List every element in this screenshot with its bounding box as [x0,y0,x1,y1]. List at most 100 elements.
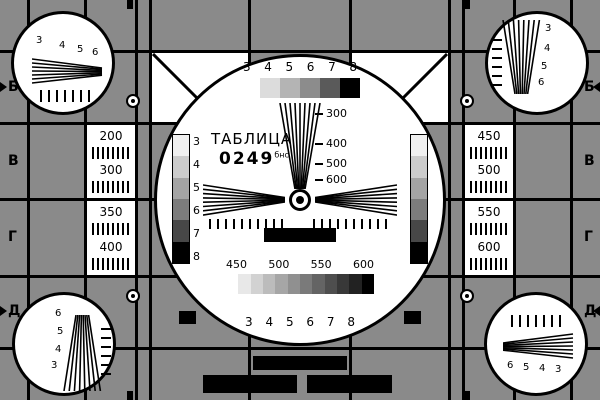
mid-frequency-numbers: 450 500 550 600 [226,258,374,271]
scale-number: 4 [264,60,272,74]
grayscale-strip-left [172,134,190,264]
left-scale-numbers: 3 4 5 6 7 8 [193,136,205,262]
wedge-number: 5 [57,326,64,337]
wedge-number: 5 [77,44,84,55]
wedge-tick [315,163,323,165]
frequency-label: 300 [326,107,347,120]
row-letter-left: В [8,153,19,169]
frequency-label: 550 [477,205,501,220]
grid-vline [462,0,465,400]
edge-arrow-icon [0,82,7,92]
top-grayscale-numbers: 3 4 5 6 7 8 [243,60,357,74]
wedge-number: 6 [538,77,545,88]
frequency-burst [470,257,508,270]
row-letter-left: Д [8,303,21,319]
scale-number: 5 [285,60,294,74]
frequency-label: 300 [99,163,123,177]
tick-column [101,325,111,375]
frequency-burst [92,257,130,270]
grid-vline [570,0,573,400]
resolution-wedge-vertical [502,20,541,94]
wedge-number: 3 [545,23,552,34]
wedge-number: 6 [92,47,99,58]
grayscale-bar-top [240,78,360,98]
grayscale-strip-right [410,134,428,264]
frequency-label: 400 [99,239,123,254]
bottom-black-bar-left [203,375,297,393]
frequency-panel-right-lower: 550 600 [465,201,513,275]
wedge-tick [315,179,323,181]
card-title: ТАБЛИЦА [211,130,293,148]
tick-row [40,90,94,102]
frequency-label: 550 [310,258,332,271]
edge-tick [127,391,133,400]
corner-circle-bottom-right: 6 5 4 3 [484,292,588,396]
wedge-number: 3 [36,35,43,46]
diagonal-line-icon [396,52,449,105]
grid-vline [135,0,138,400]
scale-number: 4 [265,315,274,329]
scale-number: 8 [193,250,200,263]
frequency-label: 400 [326,137,347,150]
frequency-label: 500 [326,157,347,170]
wedge-number: 4 [539,363,546,374]
bottom-black-bar-center [253,356,347,370]
bottom-grayscale-numbers: 3 4 5 6 7 8 [245,315,355,329]
frequency-label: 600 [352,258,374,271]
frequency-label: 500 [477,163,501,177]
black-square-right [404,311,421,324]
tick-row [511,315,565,327]
grid-vline [513,0,516,400]
frequency-label: 350 [99,205,123,220]
card-code-number: 0249 [219,149,275,169]
frequency-label: 600 [326,173,347,186]
black-reference-bar [264,228,336,242]
frequency-label: 600 [477,239,501,254]
grid-hline [0,347,600,350]
frequency-burst [92,147,130,159]
edge-arrow-icon [593,306,600,316]
row-letter-right: Г [584,229,593,245]
edge-tick [127,0,133,9]
tick-column [492,34,502,86]
wedge-number: 6 [507,360,514,371]
wedge-number: 5 [541,61,548,72]
scale-number: 8 [349,60,357,74]
frequency-burst [470,181,508,193]
resolution-wedge-vertical [63,315,102,391]
scale-number: 3 [243,60,251,74]
edge-tick [464,391,470,400]
edge-arrow-icon [593,82,600,92]
wedge-number: 4 [544,43,551,54]
scale-number: 8 [347,315,355,329]
wedge-tick [315,113,323,115]
frequency-label: 200 [99,129,123,143]
convergence-marker-dot-icon [131,99,135,103]
center-bullseye-dot-icon [296,196,304,204]
wedge-number: 6 [55,308,62,319]
scale-number: 4 [193,158,200,171]
scale-number: 3 [245,315,253,329]
tick-row [313,219,391,229]
scale-number: 5 [285,315,294,329]
frequency-panel-left-upper: 200 300 [87,125,135,198]
bottom-black-bar-right [307,375,392,393]
corner-circle-top-right: 3 4 5 6 [485,11,589,115]
wedge-number: 4 [55,344,62,355]
corner-circle-top-left: 3 4 5 6 [11,11,115,115]
corner-circle-bottom-left: 6 5 4 3 [12,292,116,396]
frequency-burst [92,181,130,193]
convergence-marker-dot-icon [465,99,469,103]
resolution-wedge-horizontal [32,58,103,84]
resolution-wedge-center-vertical [279,103,321,189]
scale-number: 7 [328,60,336,74]
frequency-burst [92,223,130,236]
grid-vline [448,0,451,400]
grid-vline [149,0,152,400]
grid-vline [84,0,87,400]
scale-number: 3 [193,135,200,148]
frequency-label: 450 [477,129,501,143]
scale-number: 7 [326,315,335,329]
wedge-tick [315,143,323,145]
